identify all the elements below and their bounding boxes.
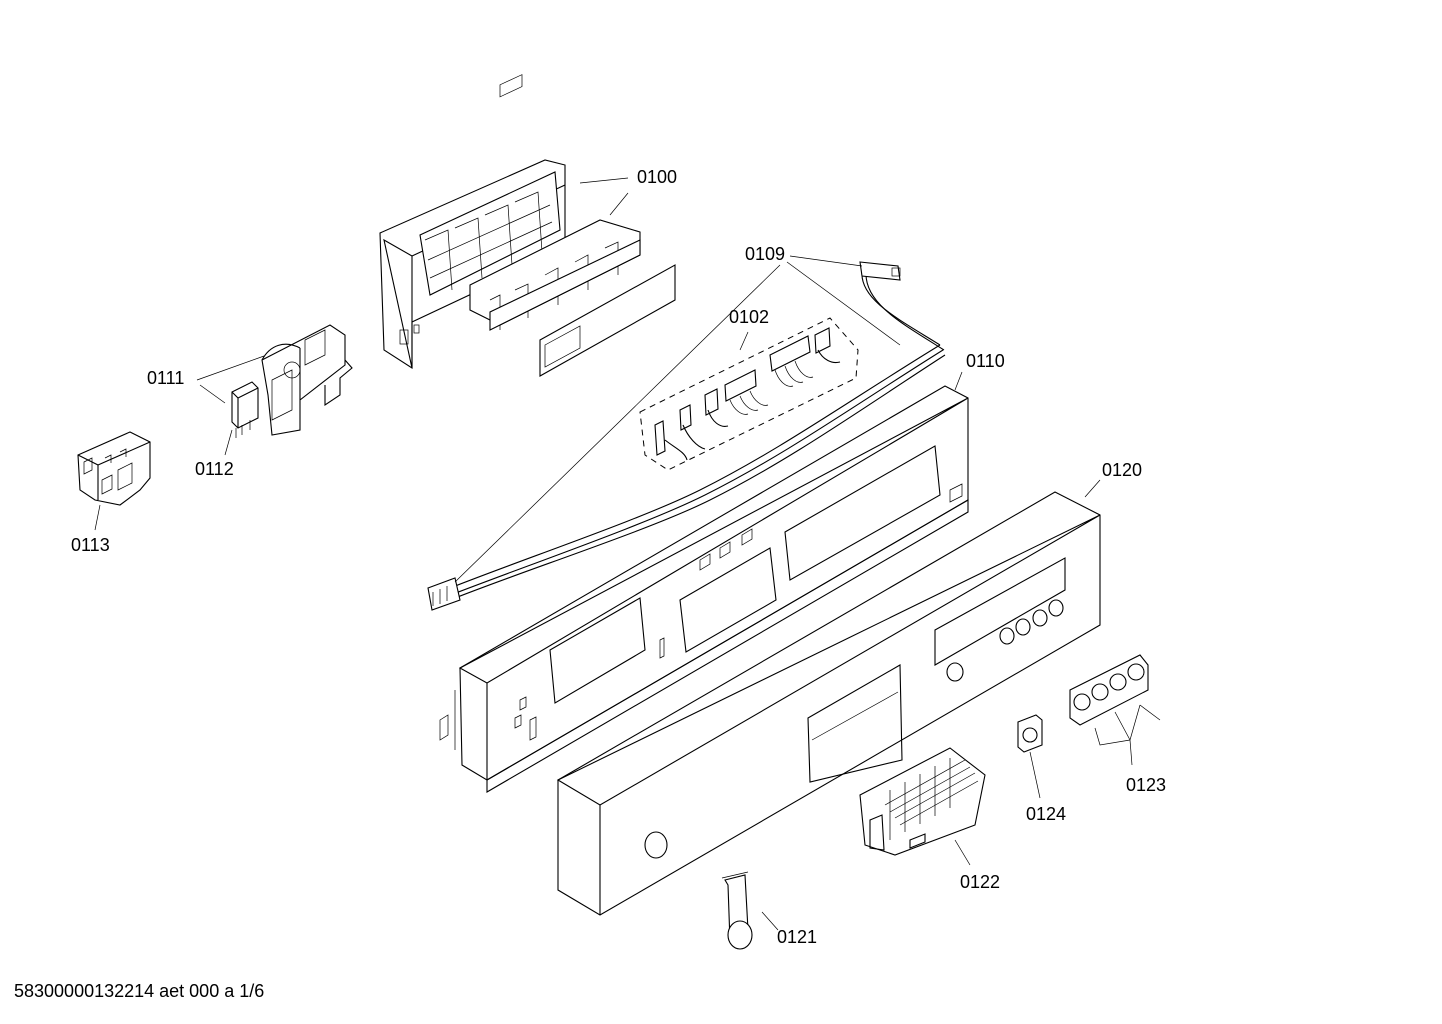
part-0113-component [77, 431, 151, 506]
callout-0111: 0111 [147, 368, 185, 388]
part-0110-frame [439, 385, 969, 793]
callout-0112: 0112 [195, 459, 234, 479]
part-0123-button-block [1069, 654, 1149, 726]
part-0102-connector-set [639, 317, 859, 471]
part-0122-handle-block [859, 747, 986, 856]
callout-0124: 0124 [1026, 804, 1067, 824]
part-0120-fascia-panel [556, 491, 1101, 916]
part-0121-knob [721, 871, 753, 950]
part-0109-wiring-harness [427, 261, 946, 611]
drawing-reference-footer: 58300000132214 aet 000 a 1/6 [14, 981, 265, 1001]
callout-0110: 0110 [966, 351, 1005, 371]
callout-0100: 0100 [637, 167, 678, 187]
callout-0120: 0120 [1102, 460, 1143, 480]
callout-0123: 0123 [1126, 775, 1167, 795]
callout-0113: 0113 [71, 535, 110, 555]
part-0112-small-component [231, 381, 259, 438]
part-0124-single-button [1017, 714, 1043, 753]
part-0100-electronic-module [379, 74, 676, 377]
callout-0102: 0102 [729, 307, 770, 327]
part-0111-switch-assembly [261, 324, 353, 436]
callout-0122: 0122 [960, 872, 1001, 892]
callout-0109: 0109 [745, 244, 786, 264]
callout-0121: 0121 [777, 927, 818, 947]
leader-lines [94, 177, 1161, 931]
